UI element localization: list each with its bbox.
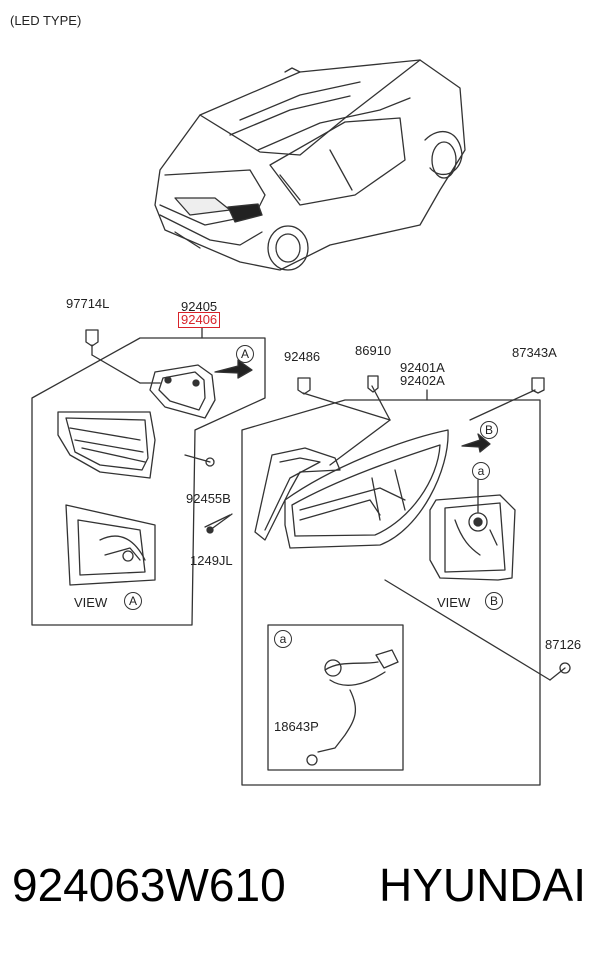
view-b-word: VIEW [437,595,471,610]
exploded-parts-diagram [31,59,571,786]
label-92406-highlighted: 92406 [178,312,221,328]
label-92402A: 92402A [400,373,445,388]
view-a-letter: A [124,592,142,610]
label-92405: 92405 [181,299,218,314]
footer: 924063W610 HYUNDAI [0,858,600,918]
label-18643P: 18643P [274,719,319,734]
brand-name: HYUNDAI [378,859,586,911]
label-87343A: 87343A [512,345,557,360]
callout-a-marker: A [236,345,254,363]
view-a-word: VIEW [74,595,108,610]
label-92455B: 92455B [186,491,231,506]
outer-lamp-panel [206,375,571,786]
label-97714L: 97714L [66,296,110,311]
part-number: 924063W610 [12,859,286,911]
detail-a-marker: a [472,462,490,480]
label-92486: 92486 [284,349,321,364]
diagram-note: (LED TYPE) [10,13,82,28]
inner-lamp-panel [31,327,266,626]
vehicle-illustration [154,59,466,271]
callout-b-marker: B [480,421,498,439]
view-b-letter: B [485,592,503,610]
label-87126: 87126 [545,637,582,652]
label-1249JL: 1249JL [190,553,233,568]
label-86910: 86910 [355,343,392,358]
detail-a-inset-marker: a [274,630,292,648]
label-92401A: 92401A [400,360,445,375]
